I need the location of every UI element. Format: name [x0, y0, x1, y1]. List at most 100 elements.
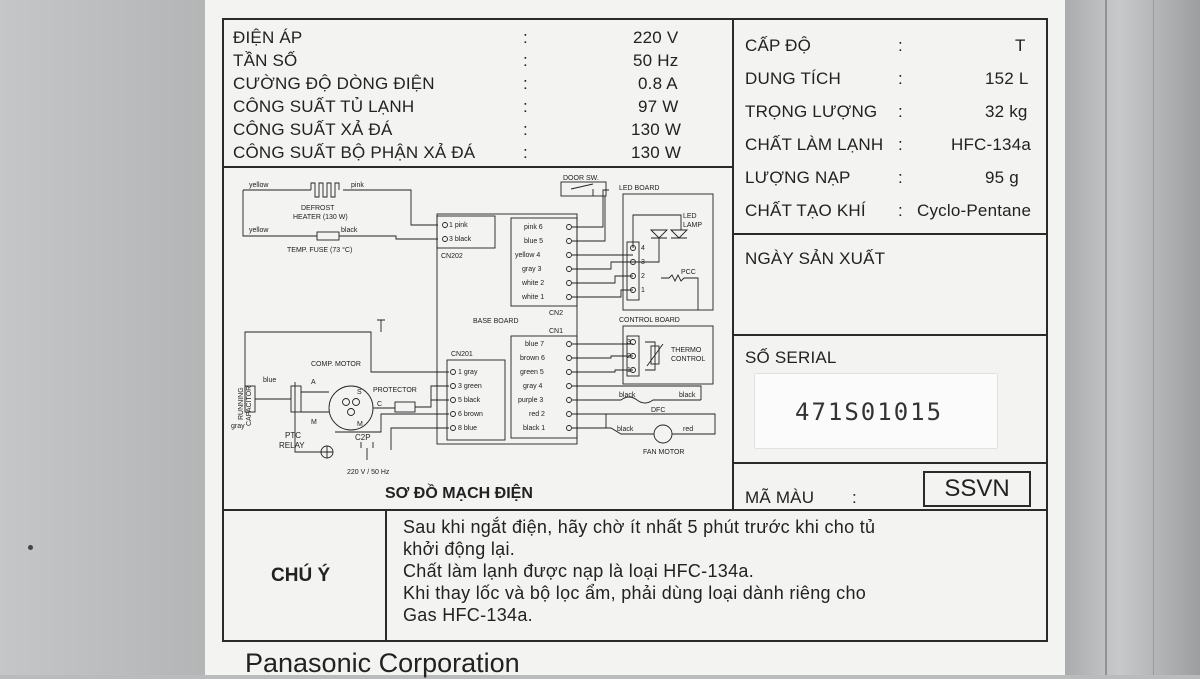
- ptc-label: PTC: [285, 431, 301, 440]
- pin-label: purple 3: [518, 397, 543, 404]
- relay-label: RELAY: [279, 441, 305, 450]
- rating-label: ĐIỆN ÁP : 220 V TẦN SỐ : 50 Hz CƯỜNG ĐỘ …: [205, 0, 1065, 678]
- wiring-diagram: yellow pink yellow black DEFROST HEATER …: [231, 175, 716, 476]
- spec-label: CÔNG SUẤT BỘ PHẬN XẢ ĐÁ: [233, 143, 476, 162]
- spec-label: CẤP ĐỘ: [745, 36, 812, 55]
- color-code-value: SSVN: [923, 471, 1031, 507]
- spec-label: DUNG TÍCH: [745, 69, 841, 88]
- notice-line: Gas HFC-134a.: [403, 605, 533, 625]
- wire-label: yellow: [249, 182, 269, 189]
- thermo-label: THERMO: [671, 347, 702, 354]
- pin-label: gray 3: [522, 266, 542, 273]
- control-board-label: CONTROL BOARD: [619, 317, 680, 324]
- terminal-label: M: [311, 419, 317, 426]
- connector-label: CN2: [549, 310, 563, 317]
- divider: [732, 334, 1048, 336]
- divider: [732, 233, 1048, 235]
- spec-value: 97 W: [638, 97, 679, 116]
- spec-label: CƯỜNG ĐỘ DÒNG ĐIỆN: [233, 74, 435, 93]
- lamp-label: LAMP: [683, 222, 702, 229]
- divider: [222, 509, 1048, 511]
- connector-label: CN1: [549, 328, 563, 335]
- spec-sep: :: [898, 135, 903, 154]
- ctrl-pins: 3 2 1: [627, 339, 631, 374]
- divider: [732, 462, 1048, 464]
- connector-label: CN201: [451, 351, 473, 358]
- wire-label: red: [683, 426, 693, 433]
- cn2-pins: pink 6 blue 5 yellow 4 gray 3 white 2 wh…: [515, 224, 544, 301]
- serial-value: 471S01015: [795, 398, 944, 426]
- pin-label: 2: [641, 273, 645, 280]
- pin-label: 5 black: [458, 397, 481, 404]
- thermo-label: CONTROL: [671, 356, 705, 363]
- spec-sep: :: [523, 143, 528, 162]
- plug-label: C2P: [355, 433, 371, 442]
- spec-sep: :: [523, 28, 528, 47]
- spec-label: CHẤT TẠO KHÍ: [745, 201, 866, 220]
- pin-label: 1 gray: [458, 369, 478, 376]
- cn1-pins: blue 7 brown 6 green 5 gray 4 purple 3 r…: [518, 341, 545, 432]
- heater-label: HEATER (130 W): [293, 214, 348, 221]
- capacitor-label: CAPACITOR: [246, 386, 253, 426]
- divider: [222, 166, 734, 168]
- led-pins: 4 3 2 1: [641, 245, 645, 294]
- pin-label: 3: [641, 259, 645, 266]
- pin-label: white 1: [521, 294, 544, 301]
- terminal-label: M: [357, 421, 363, 428]
- wire-label: blue: [263, 377, 276, 384]
- spec-sep: :: [898, 168, 903, 187]
- pin-label: blue 5: [524, 238, 543, 245]
- pin-label: 1 pink: [449, 222, 468, 229]
- spec-value: 220 V: [633, 28, 679, 47]
- pin-label: 3 green: [458, 383, 482, 390]
- manufacture-date-label: NGÀY SẢN XUẤT: [745, 249, 886, 268]
- pin-label: 8 blue: [458, 425, 477, 432]
- spec-label: CHẤT LÀM LẠNH: [745, 135, 884, 154]
- dfc-label: DFC: [651, 407, 665, 414]
- pin-label: 1: [627, 367, 631, 374]
- surface-mark: [28, 545, 33, 550]
- spec-label: TRỌNG LƯỢNG: [745, 102, 878, 121]
- spec-sep: :: [898, 69, 903, 88]
- divider: [732, 18, 734, 510]
- pin-label: yellow 4: [515, 252, 540, 259]
- led-label: LED: [683, 213, 697, 220]
- spec-label: TẦN SỐ: [233, 51, 298, 70]
- pin-label: pink 6: [524, 224, 543, 231]
- spec-sep: :: [898, 102, 903, 121]
- base-board-label: BASE BOARD: [473, 318, 519, 325]
- company-name: Panasonic Corporation: [245, 648, 520, 678]
- serial-sticker: [755, 374, 997, 448]
- fridge-surface-right: [1065, 0, 1200, 675]
- pin-label: blue 7: [525, 341, 544, 348]
- spec-label: CÔNG SUẤT XẢ ĐÁ: [233, 120, 393, 139]
- notice-line: Sau khi ngắt điện, hãy chờ ít nhất 5 phú…: [403, 517, 876, 537]
- wire-label: black: [679, 392, 696, 399]
- wire-label: pink: [351, 182, 364, 189]
- pin-label: 6 brown: [458, 411, 483, 418]
- pin-label: 3: [627, 339, 631, 346]
- spec-sep: :: [523, 97, 528, 116]
- spec-value: HFC-134a: [951, 135, 1032, 154]
- spec-sep: :: [523, 74, 528, 93]
- color-label: MÃ MÀU: [745, 488, 815, 507]
- spec-value: Cyclo-Pentane: [917, 201, 1032, 220]
- spec-label: ĐIỆN ÁP: [233, 28, 303, 47]
- divider: [385, 509, 387, 642]
- spec-sep: :: [523, 51, 528, 70]
- pin-label: 1: [641, 287, 645, 294]
- capacitor-label: RUNNING: [238, 387, 245, 420]
- notice-line: Chất làm lạnh được nạp là loại HFC-134a.: [403, 561, 755, 581]
- pin-label: red 2: [529, 411, 545, 418]
- heater-label: DEFROST: [301, 205, 335, 212]
- connector-label: CN202: [441, 253, 463, 260]
- door-switch-label: DOOR SW.: [563, 175, 599, 182]
- panel-seam: [1153, 0, 1154, 675]
- pin-label: 3 black: [449, 236, 472, 243]
- pin-label: brown 6: [520, 355, 545, 362]
- spec-sep: :: [898, 201, 903, 220]
- terminal-label: S: [357, 389, 362, 396]
- spec-value: 130 W: [631, 143, 682, 162]
- pin-label: green 5: [520, 369, 544, 376]
- spec-value: 130 W: [631, 120, 682, 139]
